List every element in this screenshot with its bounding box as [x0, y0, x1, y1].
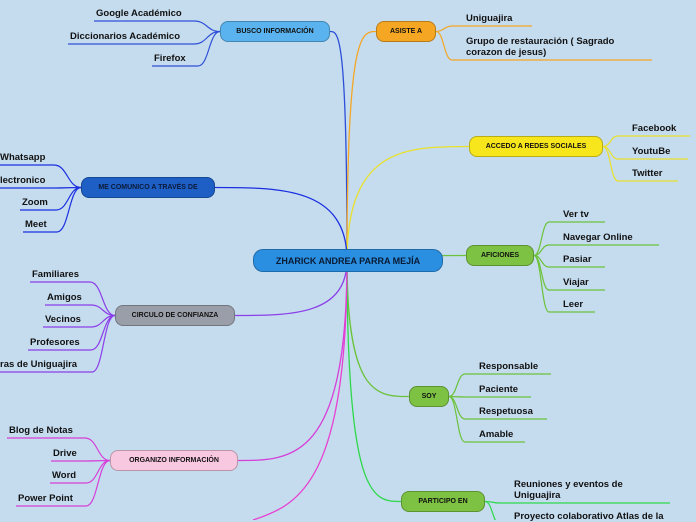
leaf-connector-organizo-2	[85, 459, 111, 484]
leaf-aficiones-1[interactable]: Navegar Online	[563, 232, 633, 243]
leaf-connector-participo-1	[484, 500, 496, 520]
branch-line-redes	[346, 145, 470, 261]
leaf-aficiones-3[interactable]: Viajar	[563, 277, 589, 288]
topic-circulo[interactable]: CIRCULO DE CONFIANZA	[115, 305, 235, 326]
leaf-connector-comunico-2	[55, 186, 82, 211]
leaf-connector-soy-3	[448, 395, 466, 443]
leaf-redes-2[interactable]: Twitter	[632, 168, 663, 179]
leaf-soy-2[interactable]: Respetuosa	[479, 406, 533, 417]
leaf-connector-soy-0	[448, 373, 466, 398]
leaf-connector-redes-0	[602, 135, 619, 148]
topic-redes[interactable]: ACCEDO A REDES SOCIALES	[469, 136, 603, 157]
leaf-soy-1[interactable]: Paciente	[479, 384, 519, 395]
branch-line-soy	[346, 259, 410, 398]
leaf-connector-circulo-4	[91, 314, 116, 373]
leaf-participo-1[interactable]: Proyecto colaborativo Atlas de la	[514, 511, 664, 522]
leaf-busco-1[interactable]: Diccionarios Académico	[70, 31, 180, 42]
leaf-connector-organizo-0	[84, 437, 111, 462]
leaf-comunico-3[interactable]: Meet	[25, 219, 47, 230]
leaf-soy-0[interactable]: Responsable	[479, 361, 539, 372]
leaf-participo-0[interactable]: Reuniones y eventos de Uniguajira	[514, 479, 623, 501]
leaf-circulo-1[interactable]: Amigos	[47, 292, 82, 303]
leaf-organizo-3[interactable]: Power Point	[18, 493, 73, 504]
leaf-connector-asiste-0	[435, 25, 453, 33]
leaf-connector-redes-2	[602, 145, 619, 182]
topic-soy[interactable]: SOY	[409, 386, 449, 407]
leaf-connector-organizo-3	[85, 459, 111, 507]
branch-line-circulo	[234, 259, 348, 317]
leaf-connector-aficiones-0	[533, 221, 550, 257]
leaf-comunico-0[interactable]: Whatsapp	[0, 152, 46, 163]
leaf-comunico-1[interactable]: lectronico	[0, 175, 46, 186]
leaf-aficiones-2[interactable]: Pasiar	[563, 254, 592, 265]
leaf-connector-comunico-0	[53, 164, 82, 189]
topic-organizo[interactable]: ORGANIZO INFORMACIÓN	[110, 450, 238, 471]
topic-busco[interactable]: BUSCO INFORMACIÓN	[220, 21, 330, 42]
leaf-connector-soy-2	[448, 395, 466, 420]
leaf-connector-circulo-0	[89, 281, 116, 317]
leaf-asiste-0[interactable]: Uniguajira	[466, 13, 513, 24]
leaf-organizo-0[interactable]: Blog de Notas	[9, 425, 73, 436]
leaf-connector-busco-0	[193, 20, 221, 33]
leaf-connector-asiste-1	[435, 30, 453, 61]
leaf-connector-comunico-3	[56, 186, 82, 233]
leaf-circulo-4[interactable]: ras de Uniguajira	[0, 359, 78, 370]
leaf-aficiones-0[interactable]: Ver tv	[563, 209, 589, 220]
leaf-asiste-1[interactable]: Grupo de restauración ( Sagrado corazon …	[466, 36, 615, 58]
central-topic[interactable]: ZHARICK ANDREA PARRA MEJÍA	[253, 249, 443, 272]
leaf-redes-0[interactable]: Facebook	[632, 123, 677, 134]
branch-line-comunico	[214, 186, 348, 261]
leaf-busco-2[interactable]: Firefox	[154, 53, 186, 64]
branch-line-participo	[346, 259, 402, 503]
leaf-redes-1[interactable]: YoutuBe	[632, 146, 671, 157]
topic-comunico[interactable]: ME COMUNICO A TRAVÉS DE	[81, 177, 215, 198]
branch-line-organizo	[237, 259, 348, 462]
leaf-aficiones-4[interactable]: Leer	[563, 299, 584, 310]
leaf-organizo-2[interactable]: Word	[52, 470, 77, 481]
leaf-organizo-1[interactable]: Drive	[53, 448, 77, 459]
leaf-connector-busco-2	[197, 30, 221, 67]
leaf-circulo-2[interactable]: Vecinos	[45, 314, 81, 325]
topic-participo[interactable]: PARTICIPO EN	[401, 491, 485, 512]
leaf-busco-0[interactable]: Google Académico	[96, 8, 182, 19]
branch-line-busco	[329, 30, 348, 261]
branch-line-asiste	[346, 30, 377, 261]
topic-aficiones[interactable]: AFICIONES	[466, 245, 534, 266]
topic-asiste[interactable]: ASISTE A	[376, 21, 436, 42]
leaf-circulo-3[interactable]: Profesores	[30, 337, 80, 348]
branch-line-offscreen	[252, 259, 348, 520]
leaf-circulo-0[interactable]: Familiares	[32, 269, 79, 280]
leaf-comunico-2[interactable]: Zoom	[22, 197, 48, 208]
leaf-soy-3[interactable]: Amable	[479, 429, 514, 440]
leaf-connector-aficiones-4	[533, 254, 550, 313]
